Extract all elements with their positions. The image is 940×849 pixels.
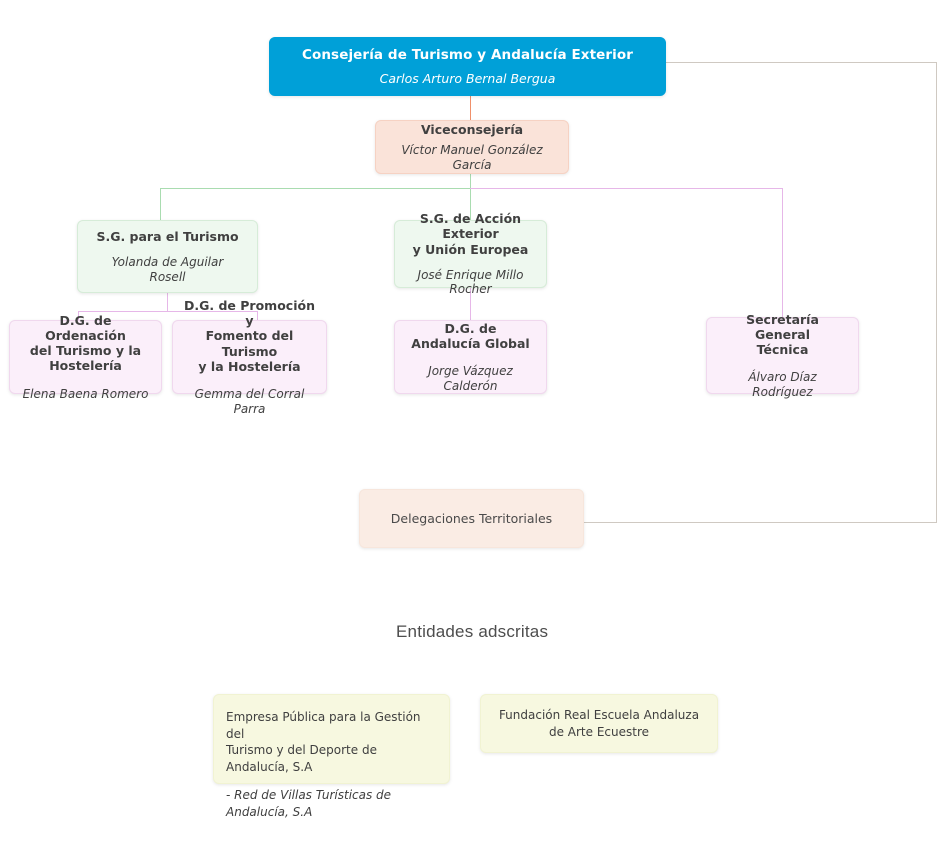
connector-sg-turismo-down xyxy=(167,293,168,311)
node-dg-andalucia-global-title: D.G. de Andalucía Global xyxy=(411,320,530,351)
entidad-empresa-publica-title: Empresa Pública para la Gestión del Turi… xyxy=(226,710,421,774)
connector-consejeria-delegaciones-right xyxy=(936,62,937,523)
node-sg-para-el-turismo[interactable]: S.G. para el Turismo Yolanda de Aguilar … xyxy=(77,220,258,293)
connector-bus-secretaria-general-tecnica xyxy=(782,188,783,317)
node-sg-para-el-turismo-person: Yolanda de Aguilar Rosell xyxy=(111,255,224,284)
entidad-empresa-publica-sub: - Red de Villas Turísticas de Andalucía,… xyxy=(226,788,392,819)
node-dg-promocion-fomento-turismo-hosteleria[interactable]: D.G. de Promoción y Fomento del Turismo … xyxy=(172,298,327,416)
node-dg-andalucia-global-person: Jorge Vázquez Calderón xyxy=(428,364,513,393)
connector-sg-accion-dg-global xyxy=(470,288,471,320)
node-sg-accion-exterior[interactable]: S.G. de Acción Exterior y Unión Europea … xyxy=(394,211,547,296)
node-delegaciones-territoriales[interactable]: Delegaciones Territoriales xyxy=(359,489,584,548)
node-dg-ordenacion-person: Elena Baena Romero xyxy=(22,386,149,401)
connector-bus-sg-turismo xyxy=(160,188,161,220)
node-dg-promocion-person: Gemma del Corral Parra xyxy=(194,387,305,416)
entidad-empresa-publica-gestion-turismo-deporte[interactable]: Empresa Pública para la Gestión del Turi… xyxy=(213,694,450,819)
connector-consejeria-delegaciones-bottom xyxy=(584,522,937,523)
node-dg-ordenacion-turismo-hosteleria[interactable]: D.G. de Ordenación del Turismo y la Host… xyxy=(9,313,162,401)
connector-dg-ordenacion xyxy=(78,311,79,320)
connector-consejeria-viceconsejeria xyxy=(470,96,471,120)
node-dg-andalucia-global[interactable]: D.G. de Andalucía Global Jorge Vázquez C… xyxy=(394,320,547,394)
node-dg-ordenacion-title: D.G. de Ordenación del Turismo y la Host… xyxy=(29,312,142,374)
connector-viceconsejeria-bus xyxy=(470,174,471,230)
node-viceconsejeria-title: Viceconsejería xyxy=(420,121,524,137)
connector-bus-green xyxy=(160,188,471,189)
node-consejeria-title: Consejería de Turismo y Andalucía Exteri… xyxy=(301,47,634,64)
entidad-fundacion-title: Fundación Real Escuela Andaluza de Arte … xyxy=(498,707,700,739)
node-viceconsejeria-person: Víctor Manuel González García xyxy=(401,143,543,172)
connector-consejeria-delegaciones-top xyxy=(665,62,937,63)
connector-dg-promocion xyxy=(257,311,258,320)
node-consejeria-person: Carlos Arturo Bernal Bergua xyxy=(379,70,556,86)
node-sg-para-el-turismo-title: S.G. para el Turismo xyxy=(96,228,239,244)
node-consejeria[interactable]: Consejería de Turismo y Andalucía Exteri… xyxy=(269,37,666,96)
entidad-fundacion-real-escuela-andaluza-arte-ecuestre[interactable]: Fundación Real Escuela Andaluza de Arte … xyxy=(480,694,718,753)
node-sg-accion-exterior-title: S.G. de Acción Exterior y Unión Europea xyxy=(412,211,529,257)
node-secretaria-general-tecnica-title: Secretaría General Técnica xyxy=(746,311,819,358)
node-dg-promocion-title: D.G. de Promoción y Fomento del Turismo … xyxy=(184,297,315,374)
connector-bus-pink xyxy=(470,188,783,189)
node-delegaciones-territoriales-title: Delegaciones Territoriales xyxy=(390,510,553,526)
node-sg-accion-exterior-person: José Enrique Millo Rocher xyxy=(417,267,524,297)
connector-dg-bus xyxy=(78,311,258,312)
section-heading-entidades-adscritas: Entidades adscritas xyxy=(396,622,549,641)
node-secretaria-general-tecnica[interactable]: Secretaría General Técnica Álvaro Díaz R… xyxy=(706,312,859,399)
node-secretaria-general-tecnica-person: Álvaro Díaz Rodríguez xyxy=(748,370,817,399)
node-viceconsejeria[interactable]: Viceconsejería Víctor Manuel González Ga… xyxy=(375,120,569,174)
